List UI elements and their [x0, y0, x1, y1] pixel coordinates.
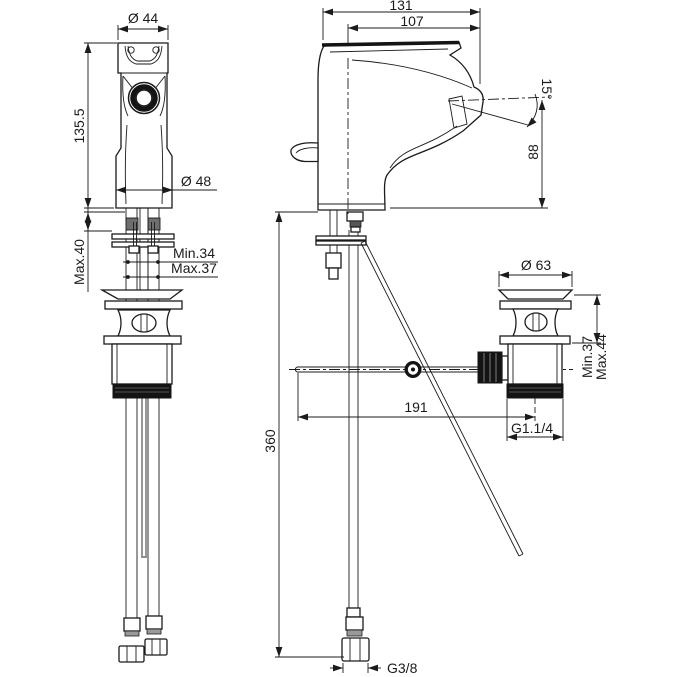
rod-pivot-joint	[404, 361, 422, 378]
horizontal-rod	[294, 366, 479, 373]
side-view: 131 107 15° 88 360 191 G	[262, 0, 609, 676]
aerator-ring	[127, 81, 161, 115]
side-drain-assembly	[477, 289, 574, 399]
dim-spout-angle: 15°	[539, 78, 555, 99]
popup-linkage	[289, 240, 573, 557]
front-drain-assembly	[99, 289, 184, 399]
dim-spout-reach: 107	[400, 13, 424, 29]
hose-nut	[118, 645, 145, 663]
dim-base-diameter: Ø 48	[181, 173, 212, 189]
hose-nipple	[125, 217, 139, 231]
hose-nut	[144, 638, 168, 656]
diagonal-rod	[360, 240, 524, 557]
dim-waste-clamp-max: Max.44	[593, 334, 609, 380]
waste-knob	[131, 313, 157, 333]
dim-deck-max: Max.37	[171, 260, 217, 276]
dim-waste-thread: G1.1/4	[511, 420, 553, 436]
front-mounting-kit	[111, 208, 175, 290]
dim-body-height: 135.5	[71, 108, 87, 143]
fixing-plate	[111, 233, 175, 240]
fixing-plate	[315, 240, 367, 246]
dim-spout-height: 88	[525, 144, 541, 160]
front-faucet-body	[115, 42, 173, 209]
dim-overall-depth: 131	[389, 0, 413, 13]
fixing-plate	[315, 235, 367, 241]
waste-knob	[524, 312, 548, 332]
fixing-nut	[147, 245, 159, 254]
front-dimensions: Ø 44 135.5 Ø 48 Max.40 Min.34 Max.37	[71, 10, 218, 292]
dim-rod-reach: 191	[404, 399, 428, 415]
spout-aerator	[448, 95, 468, 129]
side-dimensions: 131 107 15° 88 360 191 G	[262, 0, 609, 676]
waste-thread	[112, 383, 172, 399]
fixing-plate	[111, 241, 175, 248]
fixing-nut	[128, 245, 140, 254]
rod-connector	[477, 351, 503, 384]
waste-thread	[506, 383, 564, 399]
hose-crimp-band	[124, 630, 140, 637]
dim-waste-clamp-min: Min.37	[579, 336, 595, 378]
dim-clamp-depth: Max.40	[71, 239, 87, 285]
spout-axis-line	[447, 96, 551, 102]
side-faucet-body	[290, 40, 484, 214]
front-popup-rod	[141, 398, 147, 558]
dim-hose-drop: 360	[262, 429, 278, 453]
front-view: Ø 44 135.5 Ø 48 Max.40 Min.34 Max.37	[71, 10, 218, 663]
side-supply-hose	[341, 230, 370, 662]
fixing-nut	[328, 267, 339, 280]
dim-top-diameter: Ø 44	[128, 10, 159, 26]
dim-deck-min: Min.34	[173, 245, 215, 261]
dim-waste-flange-diameter: Ø 63	[521, 257, 552, 273]
dim-hose-thread: G3/8	[387, 660, 418, 676]
handle-lever	[321, 40, 460, 47]
popup-knob	[290, 142, 319, 163]
popup-rod-cap	[349, 220, 362, 228]
hose-nipple	[147, 217, 161, 231]
hose-crimp-band	[146, 628, 162, 635]
side-mounting-kit	[315, 210, 367, 280]
hose-nut	[341, 637, 370, 662]
hose-crimp-band	[346, 629, 363, 637]
